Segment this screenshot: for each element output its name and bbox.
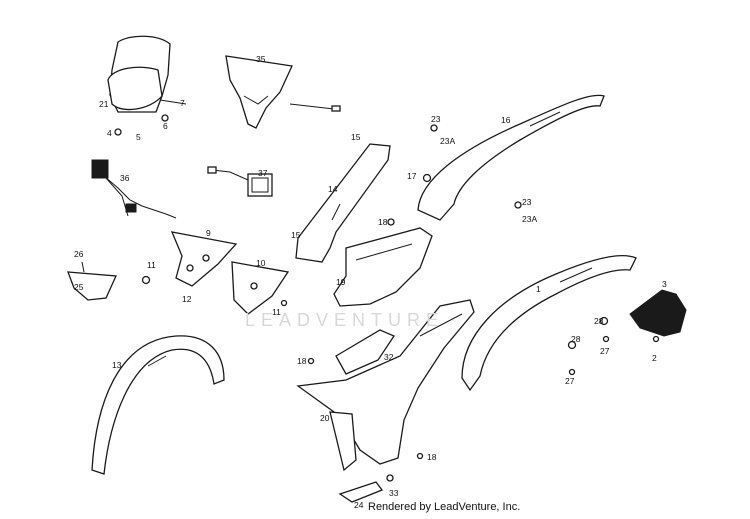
callout-23Aa: 23A [440, 136, 455, 146]
pad-part [335, 329, 395, 375]
bracket-right-part [231, 261, 290, 315]
rear-panel-part [417, 94, 605, 221]
callout-25: 25 [74, 282, 84, 292]
callout-labels: 1 2 3 4 5 6 7 9 10 11 11 12 13 14 15 15 … [74, 54, 667, 510]
callout-36: 36 [120, 173, 130, 183]
render-credit: Rendered by LeadVenture, Inc. [368, 501, 521, 513]
switch-part [207, 166, 273, 197]
rear-fender-part [461, 255, 637, 392]
callout-23a: 23 [431, 114, 441, 124]
callout-12: 12 [182, 294, 192, 304]
headlight-mask-part [225, 55, 341, 129]
callout-3: 3 [662, 279, 667, 289]
clip-part [338, 481, 384, 503]
callout-4: 4 [107, 128, 112, 138]
front-fender-part [91, 335, 225, 475]
callout-32: 32 [384, 352, 394, 362]
callout-21: 21 [99, 99, 109, 109]
side-panel-part [295, 143, 391, 263]
callout-11a: 11 [147, 260, 156, 270]
callout-35: 35 [256, 54, 266, 64]
callout-15b: 15 [291, 230, 301, 240]
callout-16: 16 [501, 115, 511, 125]
callout-23Ab: 23A [522, 214, 537, 224]
seat-cover-part [333, 227, 433, 307]
callout-18c: 18 [427, 452, 437, 462]
callout-7: 7 [180, 98, 185, 108]
fasteners [141, 124, 660, 482]
callout-1: 1 [536, 284, 541, 294]
callout-26: 26 [74, 249, 84, 259]
harness-part [91, 159, 177, 219]
watermark-text: LEADVENTURE [245, 310, 445, 330]
callout-20: 20 [320, 413, 330, 423]
callout-2: 2 [652, 353, 657, 363]
bracket-left-part [170, 231, 238, 287]
callout-27b: 27 [600, 346, 610, 356]
callout-5: 5 [136, 132, 141, 142]
callout-24: 24 [354, 500, 364, 510]
callout-10: 10 [256, 258, 266, 268]
callout-18b: 18 [297, 356, 307, 366]
callout-17: 17 [407, 171, 417, 181]
callout-14: 14 [328, 184, 338, 194]
callout-13: 13 [112, 360, 122, 370]
license-bracket-part [629, 289, 687, 337]
callout-28a: 28 [571, 334, 581, 344]
callout-9: 9 [206, 228, 211, 238]
callout-6: 6 [163, 121, 168, 131]
callout-11b: 11 [272, 307, 281, 317]
frame-cover-part [296, 299, 475, 472]
windshield-headlight-part [107, 35, 187, 136]
callout-37: 37 [258, 168, 268, 178]
callout-33: 33 [389, 488, 399, 498]
callout-18a: 18 [378, 217, 388, 227]
callout-23b: 23 [522, 197, 532, 207]
callout-28b: 28 [594, 316, 604, 326]
small-bracket-part [67, 261, 117, 301]
callout-15a: 15 [351, 132, 361, 142]
callout-19: 19 [336, 277, 346, 287]
callout-27a: 27 [565, 376, 575, 386]
